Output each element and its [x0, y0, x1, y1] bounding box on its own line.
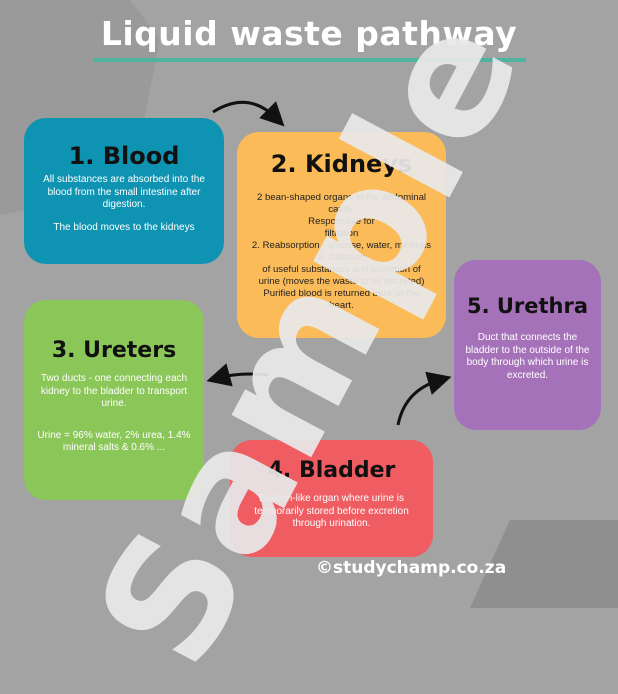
blood-text-line: digestion.: [102, 199, 146, 210]
urethra-box: 5. Urethra Duct that connects the bladde…: [454, 260, 601, 430]
bladder-box: 4. Bladder Balloon-like organ where urin…: [230, 440, 433, 557]
kidneys-text-line: filtration: [324, 228, 359, 239]
bladder-heading: 4. Bladder: [267, 458, 396, 483]
kidneys-text-line: Responsible for: [308, 216, 375, 227]
bladder-text-line: through urination.: [292, 518, 371, 529]
kidneys-box: 2. Kidneys 2 bean-shaped organs in the a…: [237, 132, 446, 338]
background-shape-right: [470, 520, 618, 608]
urethra-text-line: excreted.: [506, 369, 549, 381]
kidneys-text-line: heart.: [329, 300, 354, 311]
arrow-kidneys-to-ureters: [206, 363, 269, 387]
page-title: Liquid waste pathway: [100, 14, 518, 53]
blood-text-line: blood from the small intestine after: [47, 186, 201, 198]
kidneys-text-line: cavity.: [328, 204, 355, 215]
ureters-text-line: kidney to the bladder to transport: [40, 385, 188, 397]
ureters-text-line: urine.: [101, 398, 127, 409]
arrow-blood-to-kidneys: [212, 100, 285, 127]
urethra-text-line: bladder to the outside of the: [465, 344, 590, 356]
bladder-text-line: Balloon-like organ where urine is: [258, 493, 405, 504]
kidneys-heading: 2. Kidneys: [270, 150, 413, 178]
urethra-text-line: Duct that connects the: [477, 332, 578, 343]
blood-box: 1. Blood All substances are absorbed int…: [24, 118, 224, 264]
ureters-heading: 3. Ureters: [51, 338, 177, 363]
title-underline: [94, 58, 526, 62]
kidneys-text-line: 3. Diffusion: [317, 252, 366, 263]
blood-text-line: The blood moves to the kidneys: [53, 221, 195, 233]
blood-heading: 1. Blood: [68, 142, 180, 170]
urethra-heading: 5. Urethra: [466, 294, 589, 318]
kidneys-text-line: urine (moves the waste to be excreted): [258, 276, 425, 287]
ureters-box: 3. Ureters Two ducts - one connecting ea…: [24, 300, 204, 500]
flow-arrows: [206, 100, 452, 426]
kidneys-text-line: Purified blood is returned back to the: [263, 288, 420, 299]
bladder-text-line: temporarily stored before excretion: [254, 505, 409, 517]
kidneys-text-line: of useful substances and excretion of: [262, 264, 421, 275]
ureters-text-line: Urine = 96% water, 2% urea, 1.4%: [37, 429, 191, 441]
kidneys-text-line: 2 bean-shaped organs in the abdominal: [256, 192, 427, 203]
ureters-text-line: Two ducts - one connecting each: [40, 373, 188, 384]
site-credit: ©studychamp.co.za: [316, 558, 507, 578]
blood-text-line: All substances are absorbed into the: [43, 174, 205, 185]
urethra-text-line: body through which urine is: [466, 357, 589, 368]
kidneys-text-line: 2. Reabsorption - glucose, water, minera…: [251, 240, 432, 251]
arrow-bladder-to-urethra: [396, 371, 452, 426]
ureters-text-line: mineral salts & 0.6% ...: [62, 442, 166, 453]
